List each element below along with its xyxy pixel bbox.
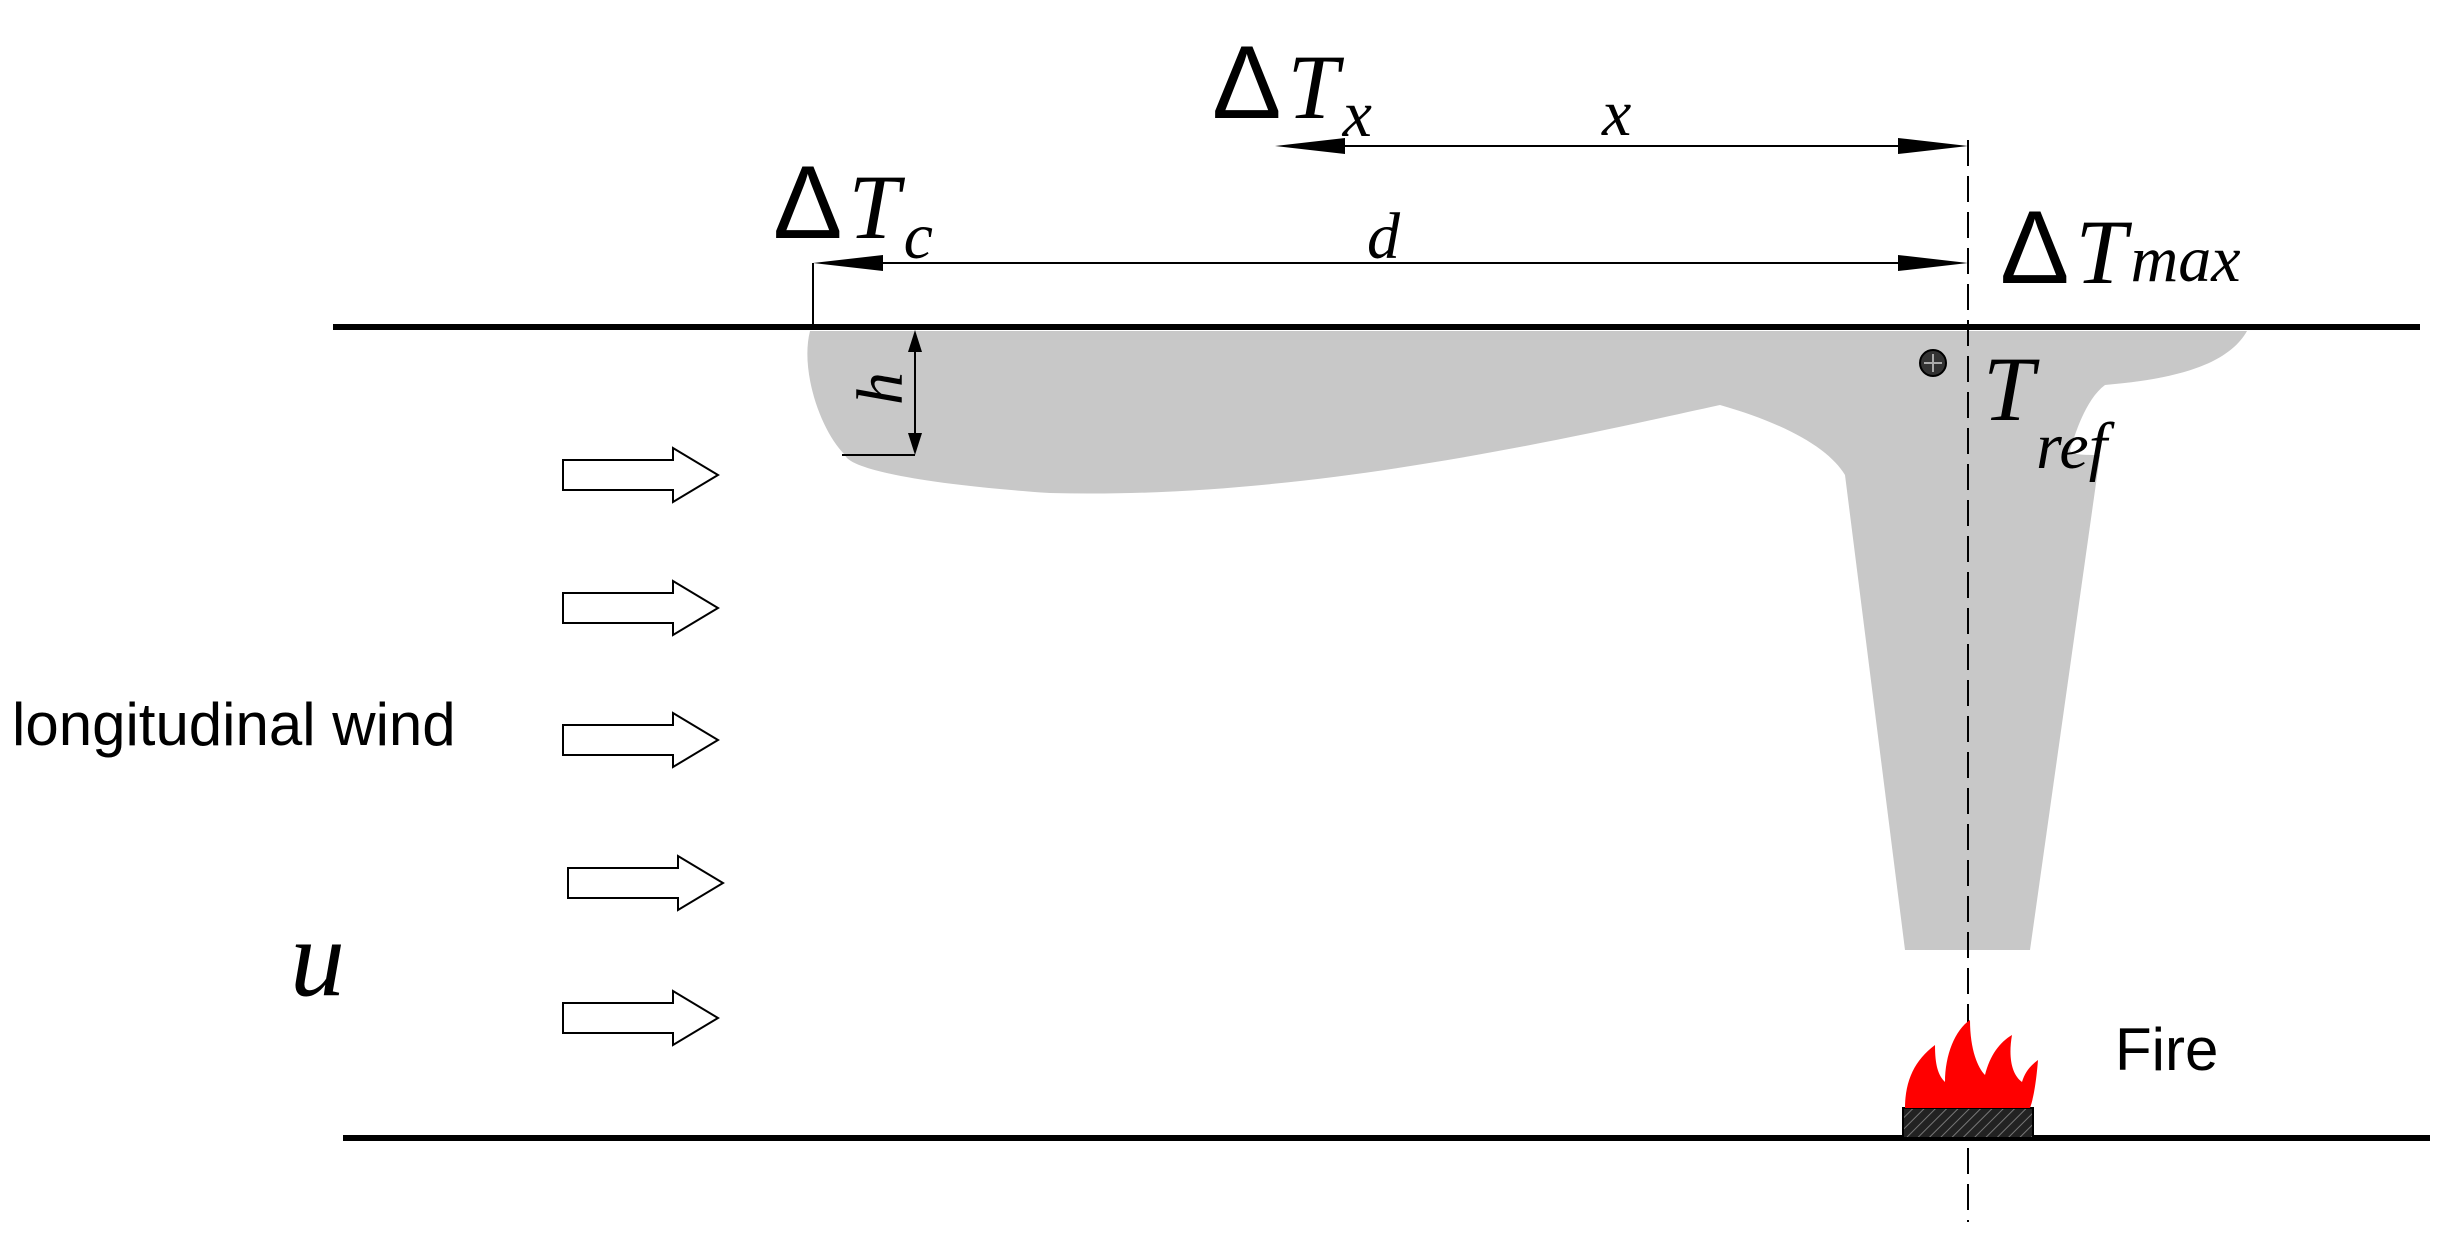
wind-arrow-3 [562, 711, 720, 769]
wind-arrows [562, 446, 725, 1047]
label-delta-tx: ΔTx [1212, 25, 1372, 151]
dimension-d [812, 255, 1968, 327]
wind-arrow-5 [562, 989, 720, 1047]
dimension-x [1275, 138, 1968, 154]
label-x: x [1601, 77, 1631, 150]
flame-icon [1905, 1020, 2038, 1108]
label-t-ref: Tref [1983, 338, 2115, 483]
wind-arrow-1 [562, 446, 720, 504]
label-h: h [844, 372, 917, 405]
label-fire: Fire [2115, 1016, 2218, 1083]
dimension-h [842, 330, 922, 456]
label-delta-tc: ΔTc [773, 145, 933, 273]
wind-arrow-4 [567, 854, 725, 912]
wind-arrow-2 [562, 579, 720, 637]
label-d: d [1367, 200, 1401, 273]
label-longitudinal-wind: longitudinal wind [12, 691, 456, 758]
label-u: u [290, 897, 345, 1019]
fire-source [1902, 1020, 2038, 1139]
tref-sensor [1919, 349, 1947, 377]
smoke-layer [807, 331, 2248, 950]
fire-pan [1902, 1107, 2034, 1139]
label-delta-tmax: ΔTmax [2000, 190, 2241, 306]
